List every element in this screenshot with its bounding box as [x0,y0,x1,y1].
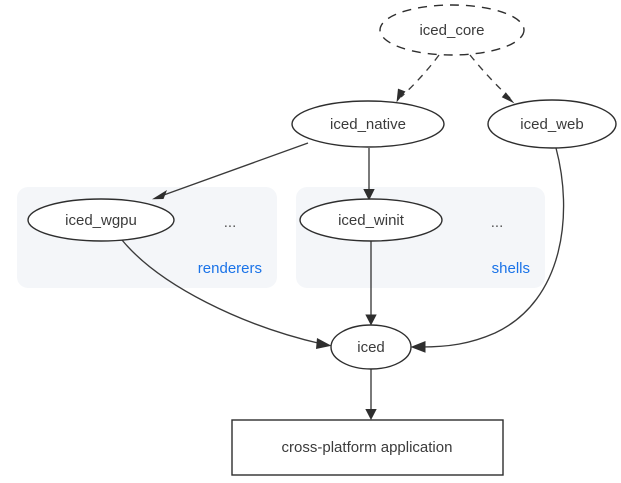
node-iced-label: iced [357,339,385,356]
placeholder-more-renderers: ... [224,214,237,231]
node-app-shape[interactable] [231,419,504,476]
node-iced_native[interactable]: iced_native [291,100,445,148]
arrowhead-iced_web-from-core [501,92,515,104]
node-iced[interactable]: iced [330,324,412,370]
arrowhead-iced-from-wgpu [316,338,332,349]
edge-iced_native-to-iced_wgpu [152,142,309,200]
node-iced_native-shape[interactable] [291,100,445,148]
arrowhead-iced_native-from-core [396,88,406,103]
node-cross-platform-application[interactable]: cross-platform application [231,419,504,476]
node-iced_web-label: iced_web [520,116,583,133]
node-iced_winit-label: iced_winit [338,212,405,229]
arrowhead-app [365,409,377,420]
placeholder-more-shells: ... [491,214,504,231]
node-iced_native-label: iced_native [330,116,406,133]
edge-iced_web-to-iced [410,147,565,353]
edge-iced_winit-to-iced [365,241,377,326]
arrowhead-iced_winit [363,189,375,201]
node-iced_wgpu-label: iced_wgpu [65,212,137,229]
arrowhead-iced-from-winit [365,314,377,326]
cluster-shells-label: shells [492,260,530,277]
arrowhead-iced-from-web [410,341,426,353]
edge-iced_core-to-iced_web [469,54,515,104]
edge-iced_native-to-iced_winit [363,148,375,201]
node-iced_wgpu-shape[interactable] [27,198,175,242]
node-iced_wgpu[interactable]: iced_wgpu [27,198,175,242]
node-iced_winit[interactable]: iced_winit [299,198,443,242]
arrowhead-iced_wgpu [152,190,167,200]
node-iced_core-shape[interactable] [379,4,525,56]
edge-iced_wgpu-to-iced [121,239,332,349]
node-iced_winit-shape[interactable] [299,198,443,242]
node-iced-shape[interactable] [330,324,412,370]
node-iced_web[interactable]: iced_web [487,99,617,149]
edge-iced_core-to-iced_native [396,54,440,103]
node-iced_web-shape[interactable] [487,99,617,149]
edge-iced-to-app [365,369,377,420]
node-iced_core-label: iced_core [419,22,484,39]
cluster-renderers: renderers [17,187,277,288]
node-iced_core[interactable]: iced_core [379,4,525,56]
cluster-renderers-label: renderers [198,260,262,277]
node-app-label: cross-platform application [282,439,453,456]
